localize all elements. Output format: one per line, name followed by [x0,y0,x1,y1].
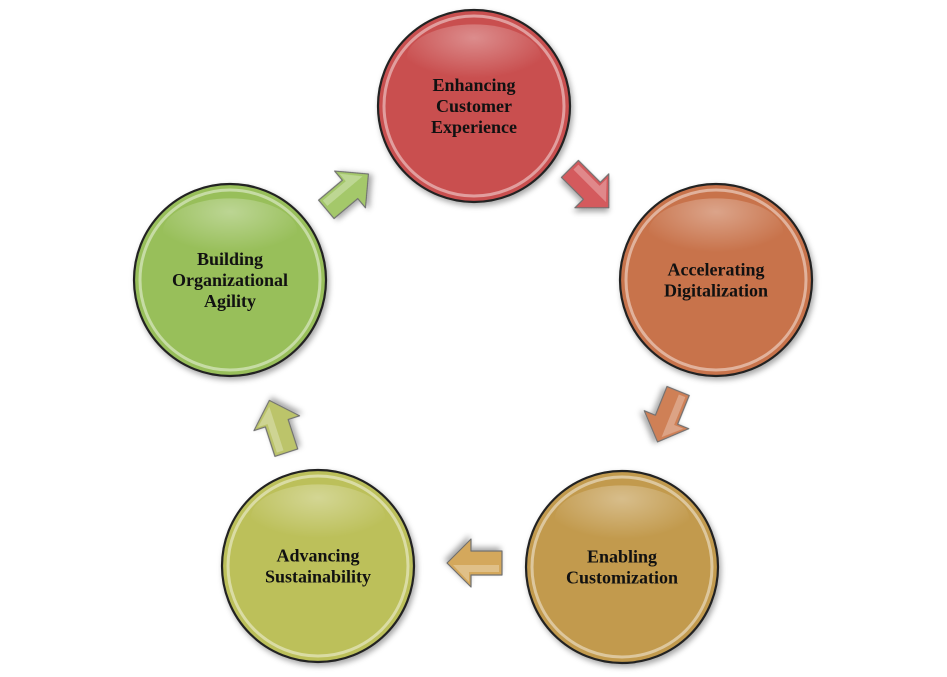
arrow-highlight [661,394,686,438]
circle-gloss [554,485,690,553]
node-label-line: Enhancing [432,75,515,95]
circle-gloss [648,198,784,266]
node-label-line: Customer [436,96,512,116]
node-label-line: Agility [204,291,256,311]
circle-inner-ring [530,475,714,659]
node-label-line: Experience [431,117,517,137]
node-label-line: Advancing [276,546,359,566]
arrow-highlight [573,164,607,203]
circle-inner-ring [624,188,808,372]
arrow-icon [318,170,370,220]
arrow-icon [560,159,610,209]
arrow-highlight [453,565,499,582]
arrow-icon [446,538,503,588]
node-label-line: Enabling [587,547,657,567]
arrow-icon [253,399,301,457]
nodes-layer: EnhancingCustomerExperienceAcceleratingD… [132,8,814,665]
arrow-highlight [258,406,284,453]
arrow-shape [560,159,610,209]
arrow-highlight [322,173,363,206]
node-label-line: Digitalization [664,281,768,301]
circle-gloss [250,484,386,552]
node-label-line: Accelerating [668,260,765,280]
circle-inner-ring [382,14,566,198]
circle-inner-ring [226,474,410,658]
circle-gloss [406,24,542,92]
node-label-line: Organizational [172,270,288,290]
node-label-line: Customization [566,568,678,588]
arrows-layer [253,159,690,588]
circle-gloss [162,198,298,266]
arrow-icon [643,385,690,443]
circle-inner-ring [138,188,322,372]
arrow-shape [643,385,690,443]
node-label-line: Sustainability [265,567,371,587]
node-label-line: Building [197,249,263,269]
arrow-shape [446,538,503,588]
arrow-shape [318,170,370,220]
